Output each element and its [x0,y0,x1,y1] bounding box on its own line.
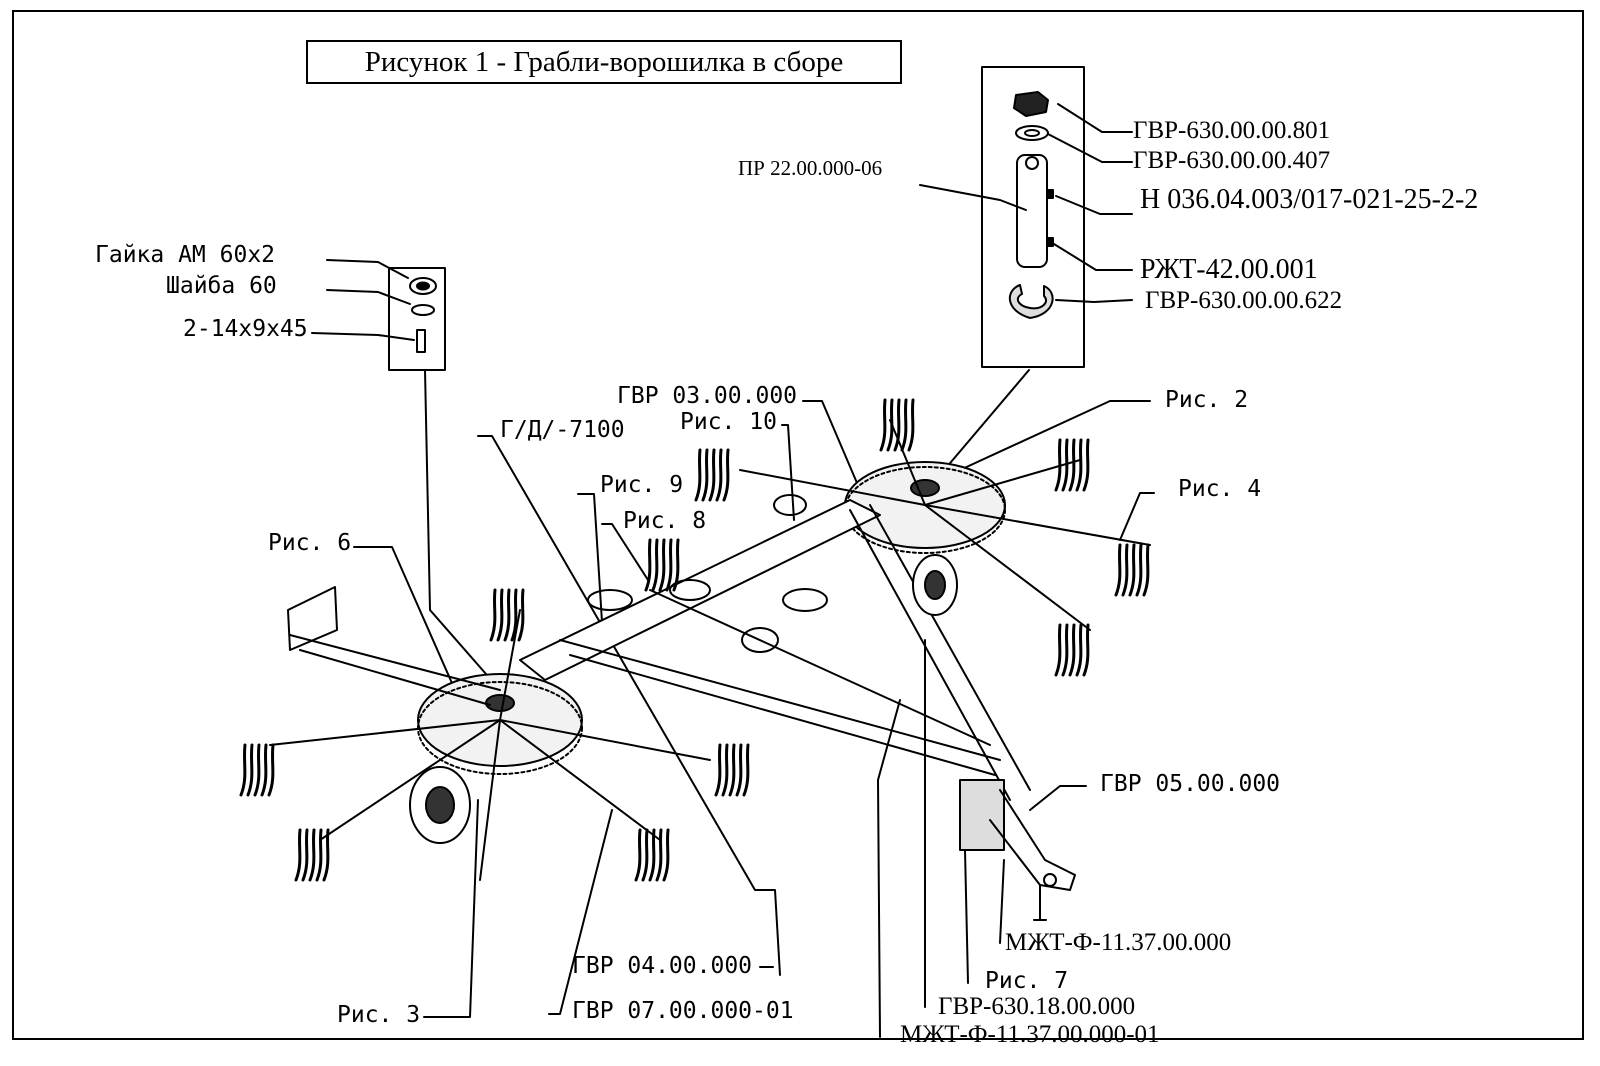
label-gvr630-407: ГВР-630.00.00.407 [1133,147,1331,174]
rake-tine [893,398,901,452]
rake-tine [1054,623,1062,677]
label-gvr630-801: ГВР-630.00.00.801 [1133,117,1331,144]
rake-tine [672,538,680,592]
label-h036: Н 036.04.003/017-021-25-2-2 [1140,184,1479,215]
rake-tine [1128,543,1136,597]
rake-tine [1075,623,1083,677]
rake-tine [708,448,716,502]
rake-tine [701,448,709,502]
rake-tine [1061,438,1069,492]
label-ris3: Рис. 3 [337,1002,421,1028]
hitch-block [959,779,1005,851]
rake-tine [239,743,247,797]
label-ris9: Рис. 9 [600,472,684,498]
rake-tine [1068,623,1076,677]
figure-title: Рисунок 1 - Грабли-ворошилка в сборе [306,40,902,84]
washer60-part [411,304,435,316]
rake-tine [1082,623,1090,677]
rake-tine [1054,438,1062,492]
rake-tine [1142,543,1150,597]
detail-box-left [388,267,446,371]
rake-tine [886,398,894,452]
rake-tine [651,538,659,592]
rake-tine [879,398,887,452]
rake-tine [1082,438,1090,492]
pin-part [416,329,426,353]
label-pin-2-14: 2-14х9х45 [183,316,308,342]
detail-box-right [981,66,1085,368]
nut-am60-part [409,277,437,295]
rake-tine [742,743,750,797]
rake-tine [907,398,915,452]
pin-pr22-part [1016,154,1048,268]
label-gvr630-18: ГВР-630.18.00.000 [938,993,1136,1020]
label-ris8: Рис. 8 [623,508,707,534]
rake-tine [648,828,656,882]
rake-tine [322,828,330,882]
rake-tine [1114,543,1122,597]
label-ris4: Рис. 4 [1178,476,1262,502]
label-washer60: Шайба 60 [166,273,277,299]
label-gvr630-622: ГВР-630.00.00.622 [1145,287,1343,314]
rake-tine [1068,438,1076,492]
rake-tine [721,743,729,797]
rake-tine [246,743,254,797]
rake-tine [665,538,673,592]
label-pr22: ПР 22.00.000-06 [738,156,883,180]
rake-tine [735,743,743,797]
rake-tine [267,743,275,797]
label-gd7100: Г/Д/-7100 [500,417,625,443]
label-gvr07: ГВР 07.00.000-01 [572,998,794,1024]
rake-tine [301,828,309,882]
label-ris7: Рис. 7 [985,968,1069,994]
label-mzht-f: МЖТ-Ф-11.37.00.000 [1005,929,1232,956]
rake-tine [728,743,736,797]
rake-tine [641,828,649,882]
rake-tine [662,828,670,882]
washer-407-part [1015,125,1049,141]
label-gvr05: ГВР 05.00.000 [1100,771,1281,797]
rake-tine [644,538,652,592]
rake-tine [1135,543,1143,597]
rake-tine [722,448,730,502]
rake-tine [715,448,723,502]
rake-tine [503,588,511,642]
rake-tine [294,828,302,882]
rake-tine [253,743,261,797]
label-mzht-f01: МЖТ-Ф-11.37.00.000-01 [900,1021,1160,1048]
label-gvr04: ГВР 04.00.000 [572,953,753,979]
drawing-frame [12,10,1584,1040]
rake-tine [517,588,525,642]
rake-tine [694,448,702,502]
label-ris10: Рис. 10 [680,409,777,435]
rake-tine [315,828,323,882]
rake-tine [489,588,497,642]
rake-tine [634,828,642,882]
label-ris2: Рис. 2 [1165,387,1249,413]
rake-tine [510,588,518,642]
rake-tine [1075,438,1083,492]
rake-tine [900,398,908,452]
main-frame [519,499,881,681]
label-nut-am60: Гайка АМ 60х2 [95,242,276,268]
rake-tine [714,743,722,797]
rake-tine [655,828,663,882]
label-gvr03: ГВР 03.00.000 [617,383,798,409]
label-ris6: Рис. 6 [268,530,352,556]
rake-tine [260,743,268,797]
rake-tine [308,828,316,882]
clip-622-part [1009,284,1054,319]
rake-tine [1121,543,1129,597]
rake-tine [658,538,666,592]
label-rzht42: РЖТ-42.00.001 [1140,254,1318,285]
rake-tine [496,588,504,642]
rake-tine [1061,623,1069,677]
nut-801-part [1013,91,1049,117]
